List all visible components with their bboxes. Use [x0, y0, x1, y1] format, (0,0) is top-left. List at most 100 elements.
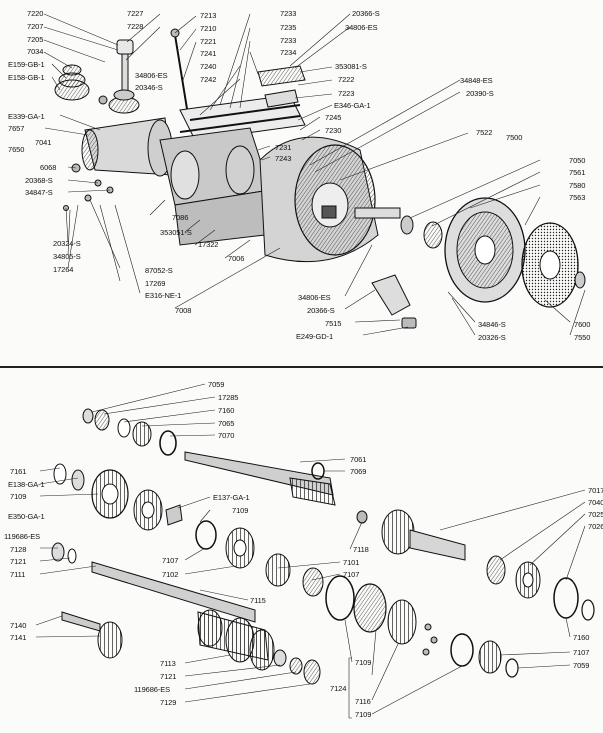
- callout-20368-s: 20368-S: [25, 176, 53, 185]
- callout-7050: 7050: [569, 156, 586, 165]
- callout-7140: 7140: [10, 621, 27, 630]
- callout-7500: 7500: [506, 133, 523, 142]
- callout-7113: 7113: [160, 659, 176, 668]
- callout-17269: 17269: [145, 279, 166, 288]
- callout-7160: 7160: [218, 406, 235, 415]
- callout-7222: 7222: [338, 75, 355, 84]
- panel-divider: [0, 366, 603, 368]
- callout-7205: 7205: [27, 35, 44, 44]
- callout-7207: 7207: [27, 22, 44, 31]
- top-cover-plate: [179, 65, 306, 141]
- callout-7069: 7069: [350, 467, 367, 476]
- callout-7026: 7026: [588, 522, 603, 531]
- callout-7160: 7160: [573, 633, 590, 642]
- callout-87052-s: 87052-S: [145, 266, 173, 275]
- callout-e249-gd-1: E249-GD-1: [296, 332, 334, 341]
- callout-7240: 7240: [200, 62, 217, 71]
- gear-train-group: [51, 408, 595, 685]
- callout-7129: 7129: [160, 698, 177, 707]
- callout-7070: 7070: [218, 431, 235, 440]
- throwout-bearing-parts: [371, 215, 443, 329]
- callout-7121: 7121: [160, 672, 177, 681]
- callout-20366-s: 20366-S: [307, 306, 335, 315]
- callout-e158-gb-1: E158-GB-1: [8, 73, 45, 82]
- mainshaft: [184, 451, 336, 506]
- callout-7034: 7034: [27, 47, 44, 56]
- callout-7245: 7245: [325, 113, 342, 122]
- callout-7107: 7107: [573, 648, 590, 657]
- callout-7109: 7109: [10, 492, 27, 501]
- callout-7109: 7109: [355, 710, 372, 719]
- callout-34847-s: 34847-S: [25, 188, 53, 197]
- callout-7220: 7220: [27, 9, 44, 18]
- callout-7515: 7515: [325, 319, 342, 328]
- callout-7233: 7233: [280, 9, 297, 18]
- callout-7109: 7109: [232, 506, 249, 515]
- callout-e159-gb-1: E159-GB-1: [8, 60, 45, 69]
- callout-e137-ga-1: E137-GA-1: [213, 493, 250, 502]
- callout-7025: 7025: [588, 510, 603, 519]
- gear-case: [159, 127, 271, 246]
- callout-7041: 7041: [35, 138, 52, 147]
- callout-7231: 7231: [275, 143, 292, 152]
- callout-7230: 7230: [325, 126, 342, 135]
- clutch-housing: [259, 136, 401, 263]
- callout-7650: 7650: [8, 145, 25, 154]
- callout-7242: 7242: [200, 75, 217, 84]
- callout-e346-ga-1: E346-GA-1: [334, 101, 371, 110]
- callout-7600: 7600: [574, 320, 591, 329]
- callout-7065: 7065: [218, 419, 235, 428]
- callout-7657: 7657: [8, 124, 25, 133]
- callout-353051-s: 353051-S: [160, 228, 192, 237]
- callout-7233: 7233: [280, 36, 297, 45]
- callout-20324-s: 20324-S: [53, 239, 81, 248]
- callout-34846-s: 34846-S: [478, 320, 506, 329]
- callout-7235: 7235: [280, 23, 297, 32]
- bottom-leader-lines: [35, 383, 586, 719]
- callout-7243: 7243: [275, 154, 292, 163]
- callout-7550: 7550: [574, 333, 591, 342]
- callout-7213: 7213: [200, 11, 217, 20]
- callout-7227: 7227: [127, 9, 144, 18]
- callout-20326-s: 20326-S: [478, 333, 506, 342]
- callout-7107: 7107: [162, 556, 179, 565]
- callout-7059: 7059: [208, 380, 225, 389]
- callout-7228: 7228: [127, 22, 144, 31]
- callout-6068: 6068: [40, 163, 57, 172]
- callout-7086: 7086: [172, 213, 189, 222]
- callout-17322: 17322: [198, 240, 219, 249]
- cluster-gear: [197, 609, 275, 671]
- callout-e339-ga-1: E339-GA-1: [8, 112, 45, 121]
- callout-119686-es: 119686-ES: [134, 685, 171, 694]
- input-shaft: [356, 509, 466, 561]
- callout-7118: 7118: [353, 545, 369, 554]
- callout-7124: 7124: [330, 684, 347, 693]
- callout-7061: 7061: [350, 455, 367, 464]
- extension-housing: [81, 117, 173, 177]
- callout-34848-es: 34848-ES: [460, 76, 493, 85]
- callout-34805-s: 34805-S: [53, 252, 81, 261]
- callout-20390-s: 20390-S: [466, 89, 494, 98]
- callout-17264: 17264: [53, 265, 74, 274]
- shift-lever-assembly: [54, 28, 189, 116]
- callout-7017: 7017: [588, 486, 603, 495]
- callout-7580: 7580: [569, 181, 586, 190]
- callout-7234: 7234: [280, 48, 297, 57]
- callout-7522: 7522: [476, 128, 493, 137]
- reverse-idler: [61, 611, 123, 659]
- callout-7561: 7561: [569, 168, 586, 177]
- countershaft: [51, 542, 256, 623]
- pressure-plate: [444, 197, 526, 303]
- top-leader-lines: [43, 13, 586, 336]
- callout-7115: 7115: [250, 596, 266, 605]
- callout-7121: 7121: [10, 557, 27, 566]
- callout-20346-s: 20346-S: [135, 83, 163, 92]
- callout-20366-s: 20366-S: [352, 9, 380, 18]
- callout-7128: 7128: [10, 545, 27, 554]
- callout-e350-ga-1: E350-GA-1: [8, 512, 45, 521]
- callout-7111: 7111: [10, 570, 26, 579]
- callout-7109: 7109: [355, 658, 372, 667]
- callout-7008: 7008: [175, 306, 192, 315]
- callout-e316-ne-1: E316-NE-1: [145, 291, 182, 300]
